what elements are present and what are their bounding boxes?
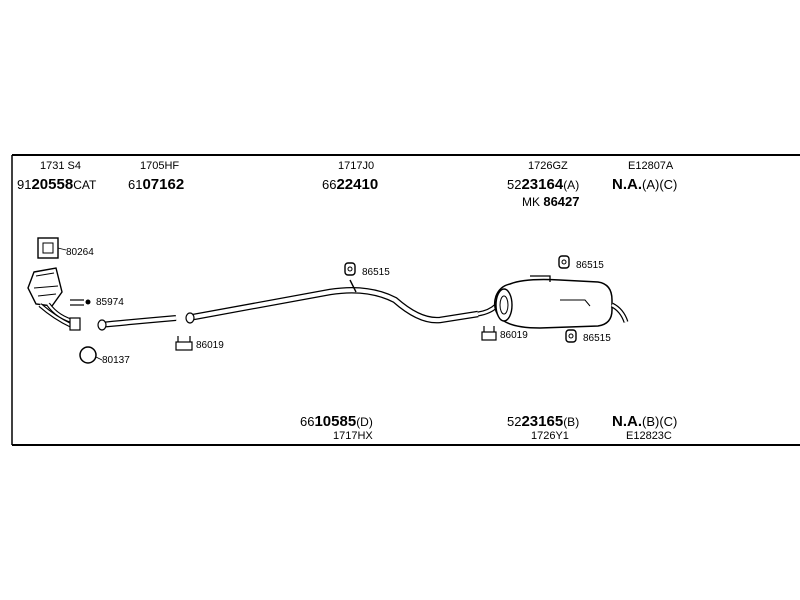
- col1-code: 1731 S4: [40, 160, 81, 172]
- col4-mk-number: 86427: [543, 194, 580, 209]
- ring-part: [79, 346, 103, 364]
- catalytic-converter-part: [27, 267, 81, 331]
- col3-ref-main: 22410: [336, 176, 379, 193]
- hanger-rear-part: [481, 326, 497, 341]
- col4-mk-prefix: MK: [522, 195, 540, 209]
- rubber-mount-mid-part: [344, 262, 356, 276]
- middle-pipe-part: [185, 279, 479, 324]
- part-label-clamp: 85974: [96, 297, 124, 308]
- footer-col5-availability: N.A.(B)(C): [612, 414, 677, 429]
- part-label-hanger-rear: 86019: [500, 330, 528, 341]
- col3-ref-prefix: 66: [322, 177, 337, 192]
- rubber-mount-rear-bottom-part: [565, 329, 577, 343]
- col4-ref-suffix: (A): [563, 178, 580, 192]
- col1-reference: 9120558CAT: [17, 177, 96, 192]
- col1-ref-prefix: 91: [17, 177, 32, 192]
- col4-ref-prefix: 52: [507, 177, 522, 192]
- hanger-front-part: [175, 336, 193, 351]
- part-label-gasket: 80264: [66, 247, 94, 258]
- col1-ref-main: 20558: [31, 176, 74, 193]
- col1-ref-suffix: CAT: [73, 178, 97, 192]
- footer-col3-ref-main: 10585: [314, 413, 357, 430]
- part-label-ring: 80137: [102, 355, 130, 366]
- col3-code: 1717J0: [338, 160, 375, 172]
- col5-na-suffix: (A)(C): [642, 177, 678, 192]
- part-label-hanger-front: 86019: [196, 340, 224, 351]
- col2-code: 1705HF: [140, 160, 180, 172]
- front-pipe-part: [97, 315, 177, 331]
- footer-col3-ref-prefix: 66: [300, 414, 315, 429]
- footer-col4-ref-main: 23165: [521, 413, 564, 430]
- part-label-rubber-rear-top: 86515: [576, 260, 604, 271]
- col5-na: N.A.: [612, 176, 642, 193]
- col2-ref-prefix: 61: [128, 177, 143, 192]
- footer-col4-ref-prefix: 52: [507, 414, 522, 429]
- rubber-mount-rear-top-part: [558, 255, 570, 269]
- clamp-part: [70, 299, 91, 306]
- col3-reference: 6622410: [322, 177, 378, 192]
- col4-reference: 5223164(A): [507, 177, 579, 192]
- col5-code: E12807A: [628, 160, 674, 172]
- footer-col4-reference: 5223165(B): [507, 414, 579, 429]
- col4-mk-kit: MK 86427: [522, 195, 580, 208]
- footer-col3-ref-suffix: (D): [356, 415, 373, 429]
- footer-col4-ref-suffix: (B): [563, 415, 580, 429]
- col5-availability: N.A.(A)(C): [612, 177, 677, 192]
- footer-col5-code: E12823C: [626, 430, 672, 442]
- rear-muffler-part: [477, 275, 629, 329]
- footer-col5-na: N.A.: [612, 413, 642, 430]
- gasket-square-part: [37, 237, 67, 259]
- part-label-rubber-mid: 86515: [362, 267, 390, 278]
- col2-ref-main: 07162: [142, 176, 185, 193]
- footer-col3-reference: 6610585(D): [300, 414, 373, 429]
- footer-col3-code: 1717HX: [333, 430, 373, 442]
- part-label-rubber-rear-bottom: 86515: [583, 333, 611, 344]
- col2-reference: 6107162: [128, 177, 184, 192]
- col4-ref-main: 23164: [521, 176, 564, 193]
- footer-col4-code: 1726Y1: [531, 430, 569, 442]
- footer-col5-na-suffix: (B)(C): [642, 414, 678, 429]
- col4-code: 1726GZ: [528, 160, 568, 172]
